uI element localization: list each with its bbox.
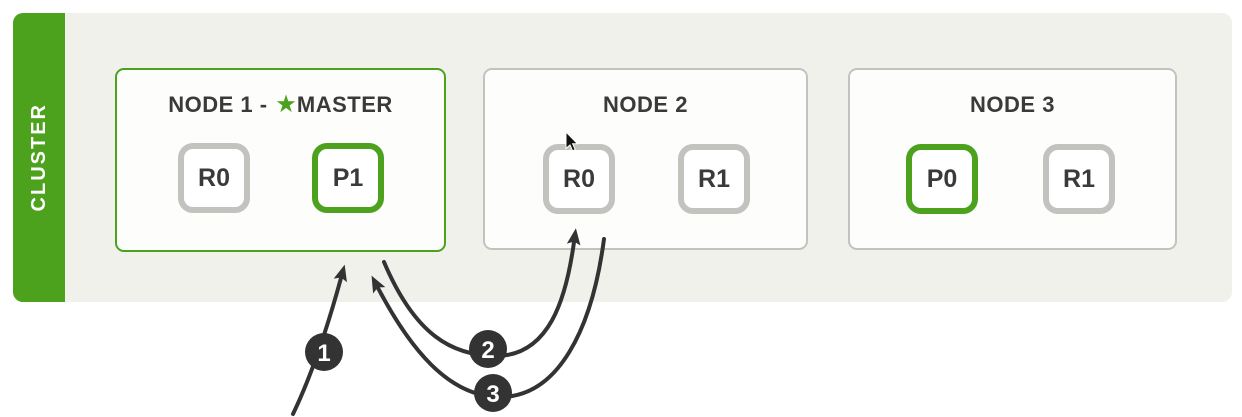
step-badge-1: 1 (305, 333, 343, 371)
shard-label: R0 (563, 164, 595, 193)
node-1: NODE 1 - ★MASTER R0 P1 (115, 68, 446, 252)
step-number: 3 (486, 381, 499, 408)
shard-label: R0 (198, 163, 230, 192)
node-2: NODE 2 R0 R1 (483, 68, 808, 250)
cluster-band: CLUSTER NODE 1 - ★MASTER R0 P1 NODE 2 R0 … (13, 13, 1232, 302)
node-3-title: NODE 3 (970, 92, 1055, 117)
cluster-label: CLUSTER (27, 103, 50, 212)
master-star-icon: ★ (276, 93, 296, 116)
shard-node1-r0: R0 (178, 143, 250, 213)
shard-label: P1 (332, 163, 364, 192)
step-number: 1 (317, 340, 330, 367)
node-1-title-text: NODE 1 - (168, 92, 268, 117)
shard-node3-r1: R1 (1043, 144, 1115, 214)
node-2-title: NODE 2 (603, 92, 688, 117)
node-3: NODE 3 P0 R1 (848, 68, 1177, 250)
step-badge-3: 3 (474, 374, 512, 412)
cluster-label-tab: CLUSTER (13, 13, 65, 302)
shard-node3-p0: P0 (906, 144, 978, 214)
shard-label: P0 (926, 164, 958, 193)
shard-node1-p1: P1 (312, 143, 384, 213)
master-label: MASTER (296, 92, 393, 117)
shard-node2-r0: R0 (543, 144, 615, 214)
step-badge-2: 2 (469, 330, 507, 368)
node-1-title: NODE 1 - ★MASTER (117, 92, 444, 118)
step-number: 2 (481, 337, 494, 364)
shard-label: R1 (1063, 164, 1095, 193)
shard-node2-r1: R1 (678, 144, 750, 214)
shard-label: R1 (698, 164, 730, 193)
